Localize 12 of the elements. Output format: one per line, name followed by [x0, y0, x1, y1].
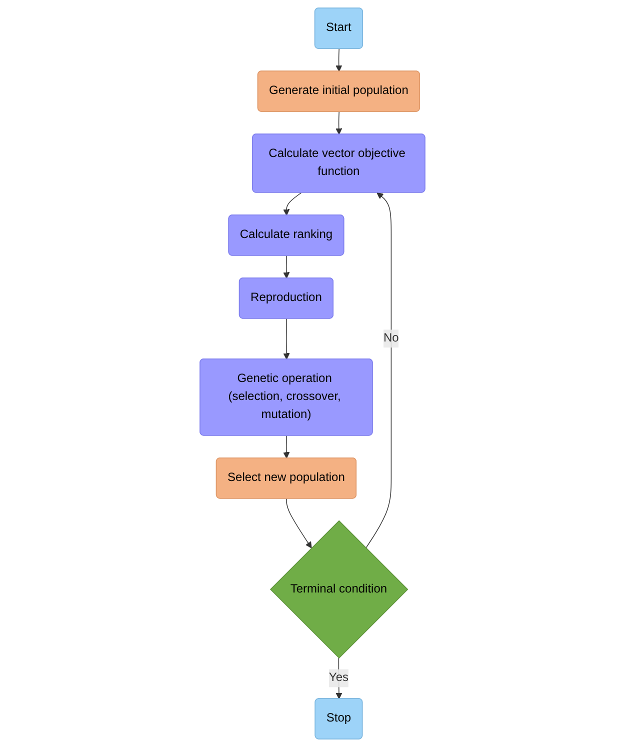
- arrow: [335, 658, 342, 700]
- arrow: [365, 192, 392, 548]
- arrow: [335, 48, 342, 72]
- arrow: [282, 255, 290, 279]
- arrow: [282, 435, 290, 459]
- edge-label: No: [383, 332, 398, 345]
- arrow: [282, 318, 290, 360]
- arrow: [286, 498, 312, 548]
- arrow: [282, 192, 302, 216]
- arrow: [335, 111, 342, 135]
- edge-label: Yes: [328, 672, 348, 684]
- node-diamond: Terminal condition: [270, 520, 408, 659]
